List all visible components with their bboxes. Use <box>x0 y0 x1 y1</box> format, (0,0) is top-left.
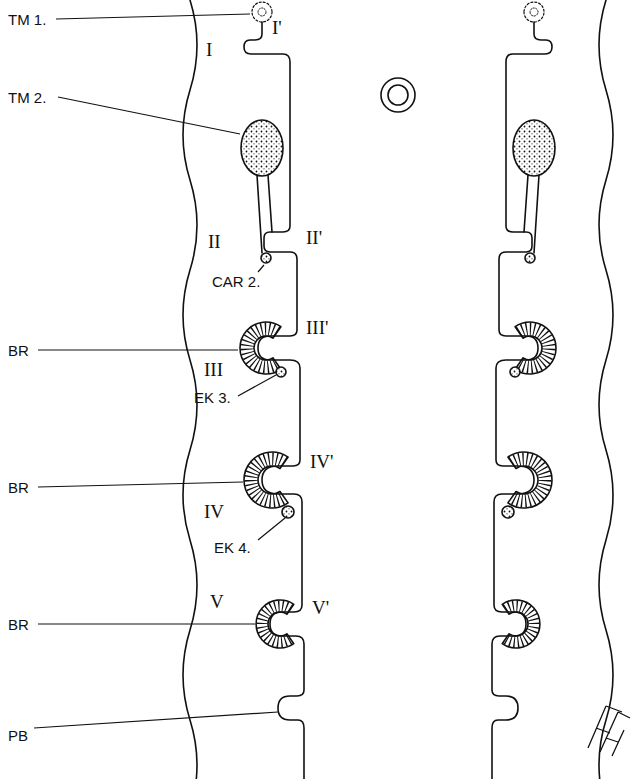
arch-numeral: I <box>206 40 212 59</box>
arch-numeral: V <box>210 592 224 611</box>
arch-numeral: III <box>204 360 223 379</box>
part-label: BR <box>8 617 29 632</box>
leader-lines <box>34 14 285 728</box>
leader-line <box>258 265 264 272</box>
part-label: EK 4. <box>214 540 251 555</box>
half-section <box>183 0 304 779</box>
carotid-body <box>261 253 271 263</box>
arch-numeral: IV <box>204 502 224 521</box>
arch-numeral: III' <box>306 318 328 337</box>
epithelial-body <box>282 506 294 518</box>
part-label: TM 2. <box>8 90 46 105</box>
thymus-one <box>252 2 272 22</box>
part-label: BR <box>8 343 29 358</box>
thymus-one-core <box>258 8 266 16</box>
arch-numeral: II <box>208 232 221 251</box>
leader-line <box>38 623 255 624</box>
arch-numeral: I' <box>272 18 282 37</box>
thymus-two <box>241 120 283 176</box>
ring-outer <box>381 78 415 112</box>
branchial-crescent <box>244 452 288 508</box>
part-label: TM 1. <box>8 12 46 27</box>
arch-numeral: II' <box>306 228 322 247</box>
ring-inner <box>388 85 408 105</box>
epithelial-body <box>276 367 286 377</box>
leader-line <box>238 375 276 396</box>
part-label: CAR 2. <box>212 274 260 289</box>
mirrored-half <box>492 0 613 779</box>
leader-line <box>38 349 238 350</box>
part-label: BR <box>8 480 29 495</box>
leader-line <box>38 482 243 487</box>
leader-line <box>58 97 240 134</box>
arch-numeral: IV' <box>310 452 333 471</box>
crescent-hatching <box>247 329 277 367</box>
thymus-stalk <box>257 175 272 253</box>
branchial-crescent <box>256 600 294 648</box>
leader-line <box>258 518 285 540</box>
leader-line <box>56 14 250 19</box>
branchial-crescent <box>240 322 281 374</box>
arch-numeral: V' <box>312 598 329 617</box>
part-label: PB <box>8 728 28 743</box>
artist-signature <box>588 706 630 756</box>
part-label: EK 3. <box>194 390 231 405</box>
leader-line <box>34 712 278 728</box>
center-ring <box>381 78 415 112</box>
